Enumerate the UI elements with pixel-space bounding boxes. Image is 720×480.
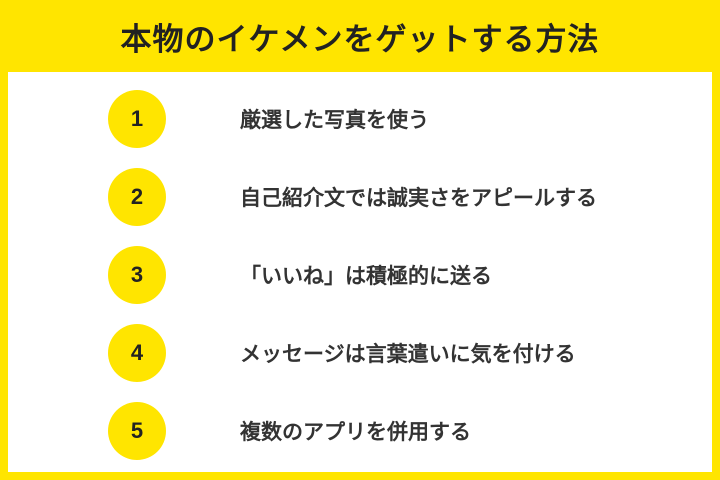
step-item-1: 1 厳選した写真を使う: [8, 80, 712, 158]
step-number-badge: 5: [108, 402, 166, 460]
step-item-4: 4 メッセージは言葉遣いに気を付ける: [8, 314, 712, 392]
step-number: 1: [130, 106, 144, 131]
step-text: 「いいね」は積極的に送る: [240, 264, 492, 288]
step-number-badge: 4: [108, 324, 166, 382]
steps-panel: 1 厳選した写真を使う 2 自己紹介文では誠実さをアピールする 3 「いいね」は…: [8, 72, 712, 472]
step-text: 厳選した写真を使う: [240, 108, 429, 132]
step-number-badge: 3: [108, 246, 166, 304]
step-number: 5: [130, 418, 144, 443]
header: 本物のイケメンをゲットする方法: [8, 0, 712, 72]
page-title: 本物のイケメンをゲットする方法: [120, 21, 600, 58]
step-text: 複数のアプリを併用する: [240, 420, 471, 444]
step-number-badge: 2: [108, 168, 166, 226]
step-number: 4: [130, 340, 144, 365]
step-item-3: 3 「いいね」は積極的に送る: [8, 236, 712, 314]
step-text: メッセージは言葉遣いに気を付ける: [240, 342, 576, 366]
step-text: 自己紹介文では誠実さをアピールする: [240, 186, 597, 210]
step-number: 3: [130, 262, 144, 287]
step-number-badge: 1: [108, 90, 166, 148]
step-item-2: 2 自己紹介文では誠実さをアピールする: [8, 158, 712, 236]
step-item-5: 5 複数のアプリを併用する: [8, 392, 712, 470]
step-number: 2: [130, 184, 144, 209]
